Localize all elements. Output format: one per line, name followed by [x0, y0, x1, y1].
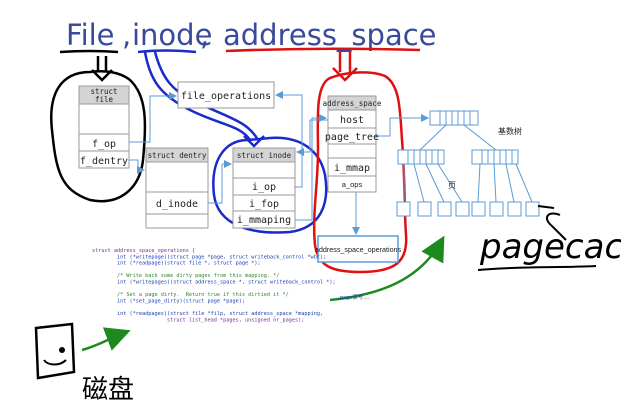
circle-address-space: [312, 71, 408, 274]
disk-label: 磁盘: [82, 375, 134, 404]
struct-dentry-header: struct dentry: [148, 151, 207, 160]
code-line: struct list_head *pages, unsigned nr_pag…: [92, 317, 304, 323]
code-line: struct address_space_operations {: [92, 248, 195, 254]
radix-pages: [396, 201, 540, 217]
title-comma-1: ,: [122, 18, 131, 52]
struct-dentry-box: struct dentry d_inode: [145, 147, 209, 229]
field-host: host: [340, 115, 364, 126]
page-rw-label: page读写....: [340, 293, 370, 301]
file-operations-label: file_operations: [181, 91, 271, 102]
field-i-fop: i_fop: [249, 199, 279, 210]
struct-file-header-2: file: [95, 95, 114, 104]
disk-icon: [34, 322, 76, 380]
file-operations-box: file_operations: [177, 81, 275, 109]
title: File , inode , address_space: [66, 18, 437, 52]
radix-tree-label: 基数树: [498, 126, 522, 136]
code-line: int (*writepages)(struct address_space *…: [92, 280, 336, 286]
code-line: /* Set a page dirty. Return true if this…: [92, 292, 289, 298]
blue-annotation: [143, 51, 328, 234]
page-label: 页: [448, 181, 456, 190]
circle-struct-inode: [212, 136, 328, 234]
black-annotation: [50, 56, 147, 203]
title-comma-2: ,: [200, 18, 209, 52]
pagecache-annotation: pagecache: [477, 205, 621, 271]
field-a-ops: a_ops: [342, 180, 363, 189]
underline-inode: [137, 49, 197, 54]
code-line: int (*readpages)(struct file *filp, stru…: [92, 311, 323, 317]
red-annotation: [312, 52, 408, 274]
title-address-space: address_space: [223, 18, 437, 52]
address-space-box: address_space host page_tree i_mmap a_op…: [323, 95, 382, 193]
address-space-operations-box: address_space_operations: [315, 235, 402, 263]
radix-root-node: [429, 110, 479, 126]
struct-file-header-1: struct: [90, 87, 117, 96]
code-line: /* Write back some dirty pages from this…: [92, 273, 279, 279]
circle-struct-file: [50, 70, 147, 203]
field-i-mmap: i_mmap: [334, 163, 370, 174]
underline-address-space: [225, 47, 421, 53]
field-f-op: f_op: [92, 139, 116, 150]
green-annotation: page读写....: [81, 235, 445, 352]
address-space-header: address_space: [323, 99, 382, 108]
field-f-dentry: f_dentry: [80, 156, 128, 167]
code-block: struct address_space_operations { int (*…: [92, 248, 336, 323]
struct-inode-header: struct inode: [237, 151, 292, 160]
title-file: File: [66, 18, 115, 52]
field-i-mmaping: i_mmaping: [237, 215, 291, 226]
radix-tree: 基数树 页: [396, 110, 540, 217]
pagecache-label: pagecache: [479, 227, 621, 267]
radix-mid-node-left: [397, 149, 445, 165]
struct-file-box: struct file f_op f_dentry: [78, 85, 130, 169]
code-line: int (*set_page_dirty)(struct page *page)…: [92, 298, 245, 304]
address-space-operations-label: address_space_operations: [315, 245, 402, 254]
radix-edges: [403, 124, 533, 203]
radix-mid-node-right: [471, 149, 519, 165]
title-inode: inode: [132, 18, 212, 52]
disk-dot: [59, 347, 65, 353]
code-line: int (*readpage)(struct file *, struct pa…: [92, 261, 261, 267]
underline-file: [59, 49, 119, 54]
field-d-inode: d_inode: [156, 199, 198, 210]
code-line: int (*writepage)(struct page *page, stru…: [92, 254, 326, 260]
field-i-op: i_op: [252, 182, 276, 193]
field-page-tree: page_tree: [325, 132, 379, 143]
struct-inode-box: struct inode i_op i_fop i_mmaping: [232, 147, 296, 229]
pointer-arrows: [129, 91, 429, 235]
disk-annotation: 磁盘: [34, 322, 134, 404]
